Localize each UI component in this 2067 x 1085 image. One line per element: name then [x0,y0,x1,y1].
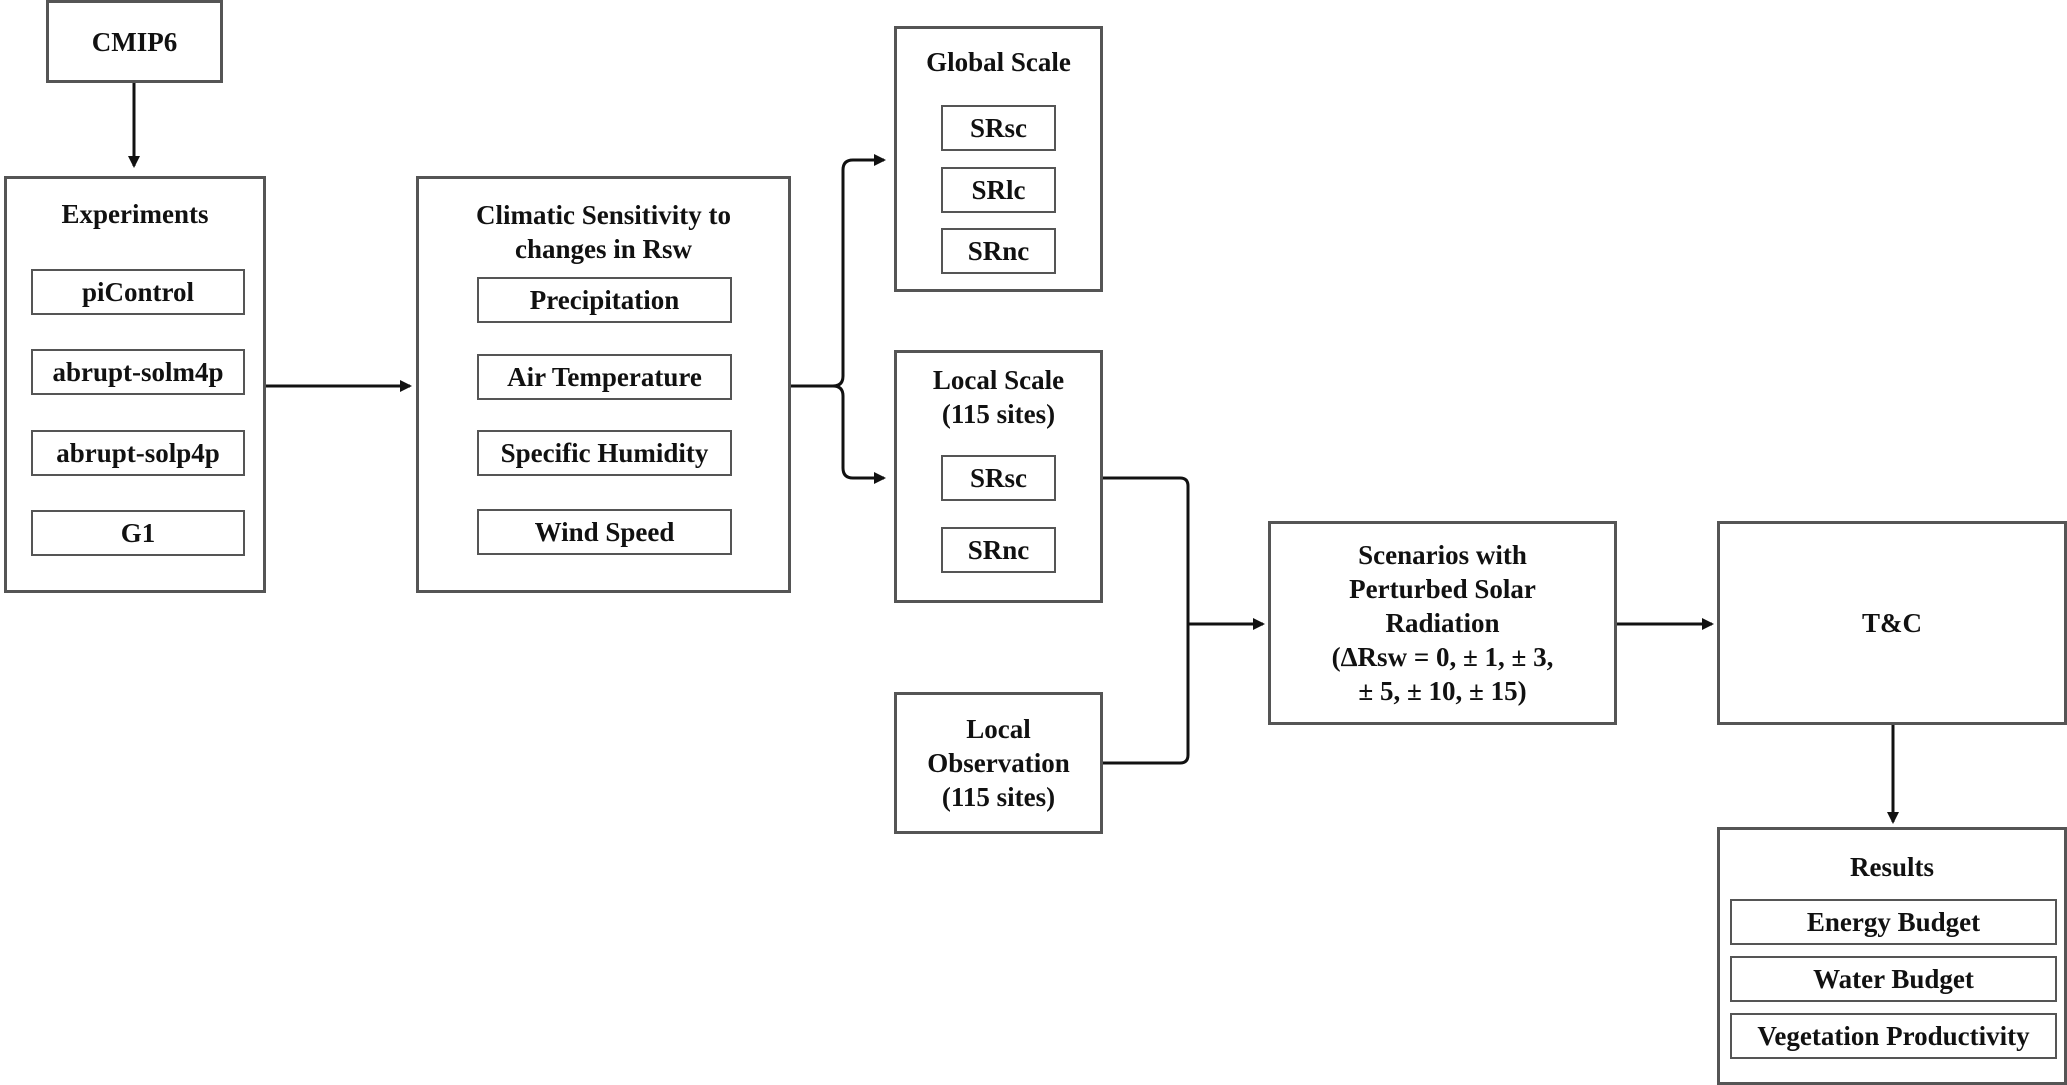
arrow-sensitivity-to-local-scale [832,384,886,484]
local-scale-title: Local Scale (115 sites) [932,365,1065,429]
experiments-title: Experiments [61,199,209,229]
global-item-srsc: SRsc [941,105,1056,151]
scenarios-label: Scenarios with Perturbed Solar Radiation… [1331,540,1554,706]
cmip6-label: CMIP6 [91,26,178,57]
tc-label: T&C [1862,608,1922,638]
result-item-energy-budget: Energy Budget [1730,899,2057,945]
experiments-box: Experiments piControl abrupt-solm4p abru… [4,176,266,593]
experiment-item-abrupt-solp4p: abrupt-solp4p [31,430,245,476]
global-item-srlc: SRlc [941,167,1056,213]
sensitivity-box: Climatic Sensitivity to changes in Rsw P… [416,176,791,593]
result-item-water-budget: Water Budget [1730,956,2057,1002]
experiment-item-picontrol: piControl [31,269,245,315]
results-box: Results Energy Budget Water Budget Veget… [1717,827,2067,1085]
cmip6-box: CMIP6 [46,0,223,83]
result-item-vegetation-productivity: Vegetation Productivity [1730,1013,2057,1059]
connector-sensitivity-split [791,154,886,388]
local-scale-box: Local Scale (115 sites) SRsc SRnc [894,350,1103,603]
scenarios-box: Scenarios with Perturbed Solar Radiation… [1268,521,1617,725]
experiment-item-g1: G1 [31,510,245,556]
local-observation-box: Local Observation (115 sites) [894,692,1103,834]
results-title: Results [1849,852,1934,882]
variable-item-precipitation: Precipitation [477,277,732,323]
global-item-srnc: SRnc [941,228,1056,274]
tc-box: T&C [1717,521,2067,725]
global-scale-box: Global Scale SRsc SRlc SRnc [894,26,1103,292]
local-item-srnc: SRnc [941,527,1056,573]
variable-item-wind-speed: Wind Speed [477,509,732,555]
local-item-srsc: SRsc [941,455,1056,501]
variable-item-air-temperature: Air Temperature [477,354,732,400]
variable-item-specific-humidity: Specific Humidity [477,430,732,476]
experiment-item-abrupt-solm4p: abrupt-solm4p [31,349,245,395]
connector-local-scale-to-merge [1103,476,1190,765]
global-scale-title: Global Scale [926,47,1071,77]
sensitivity-title: Climatic Sensitivity to changes in Rsw [476,200,731,264]
local-observation-label: Local Observation (115 sites) [927,714,1070,812]
